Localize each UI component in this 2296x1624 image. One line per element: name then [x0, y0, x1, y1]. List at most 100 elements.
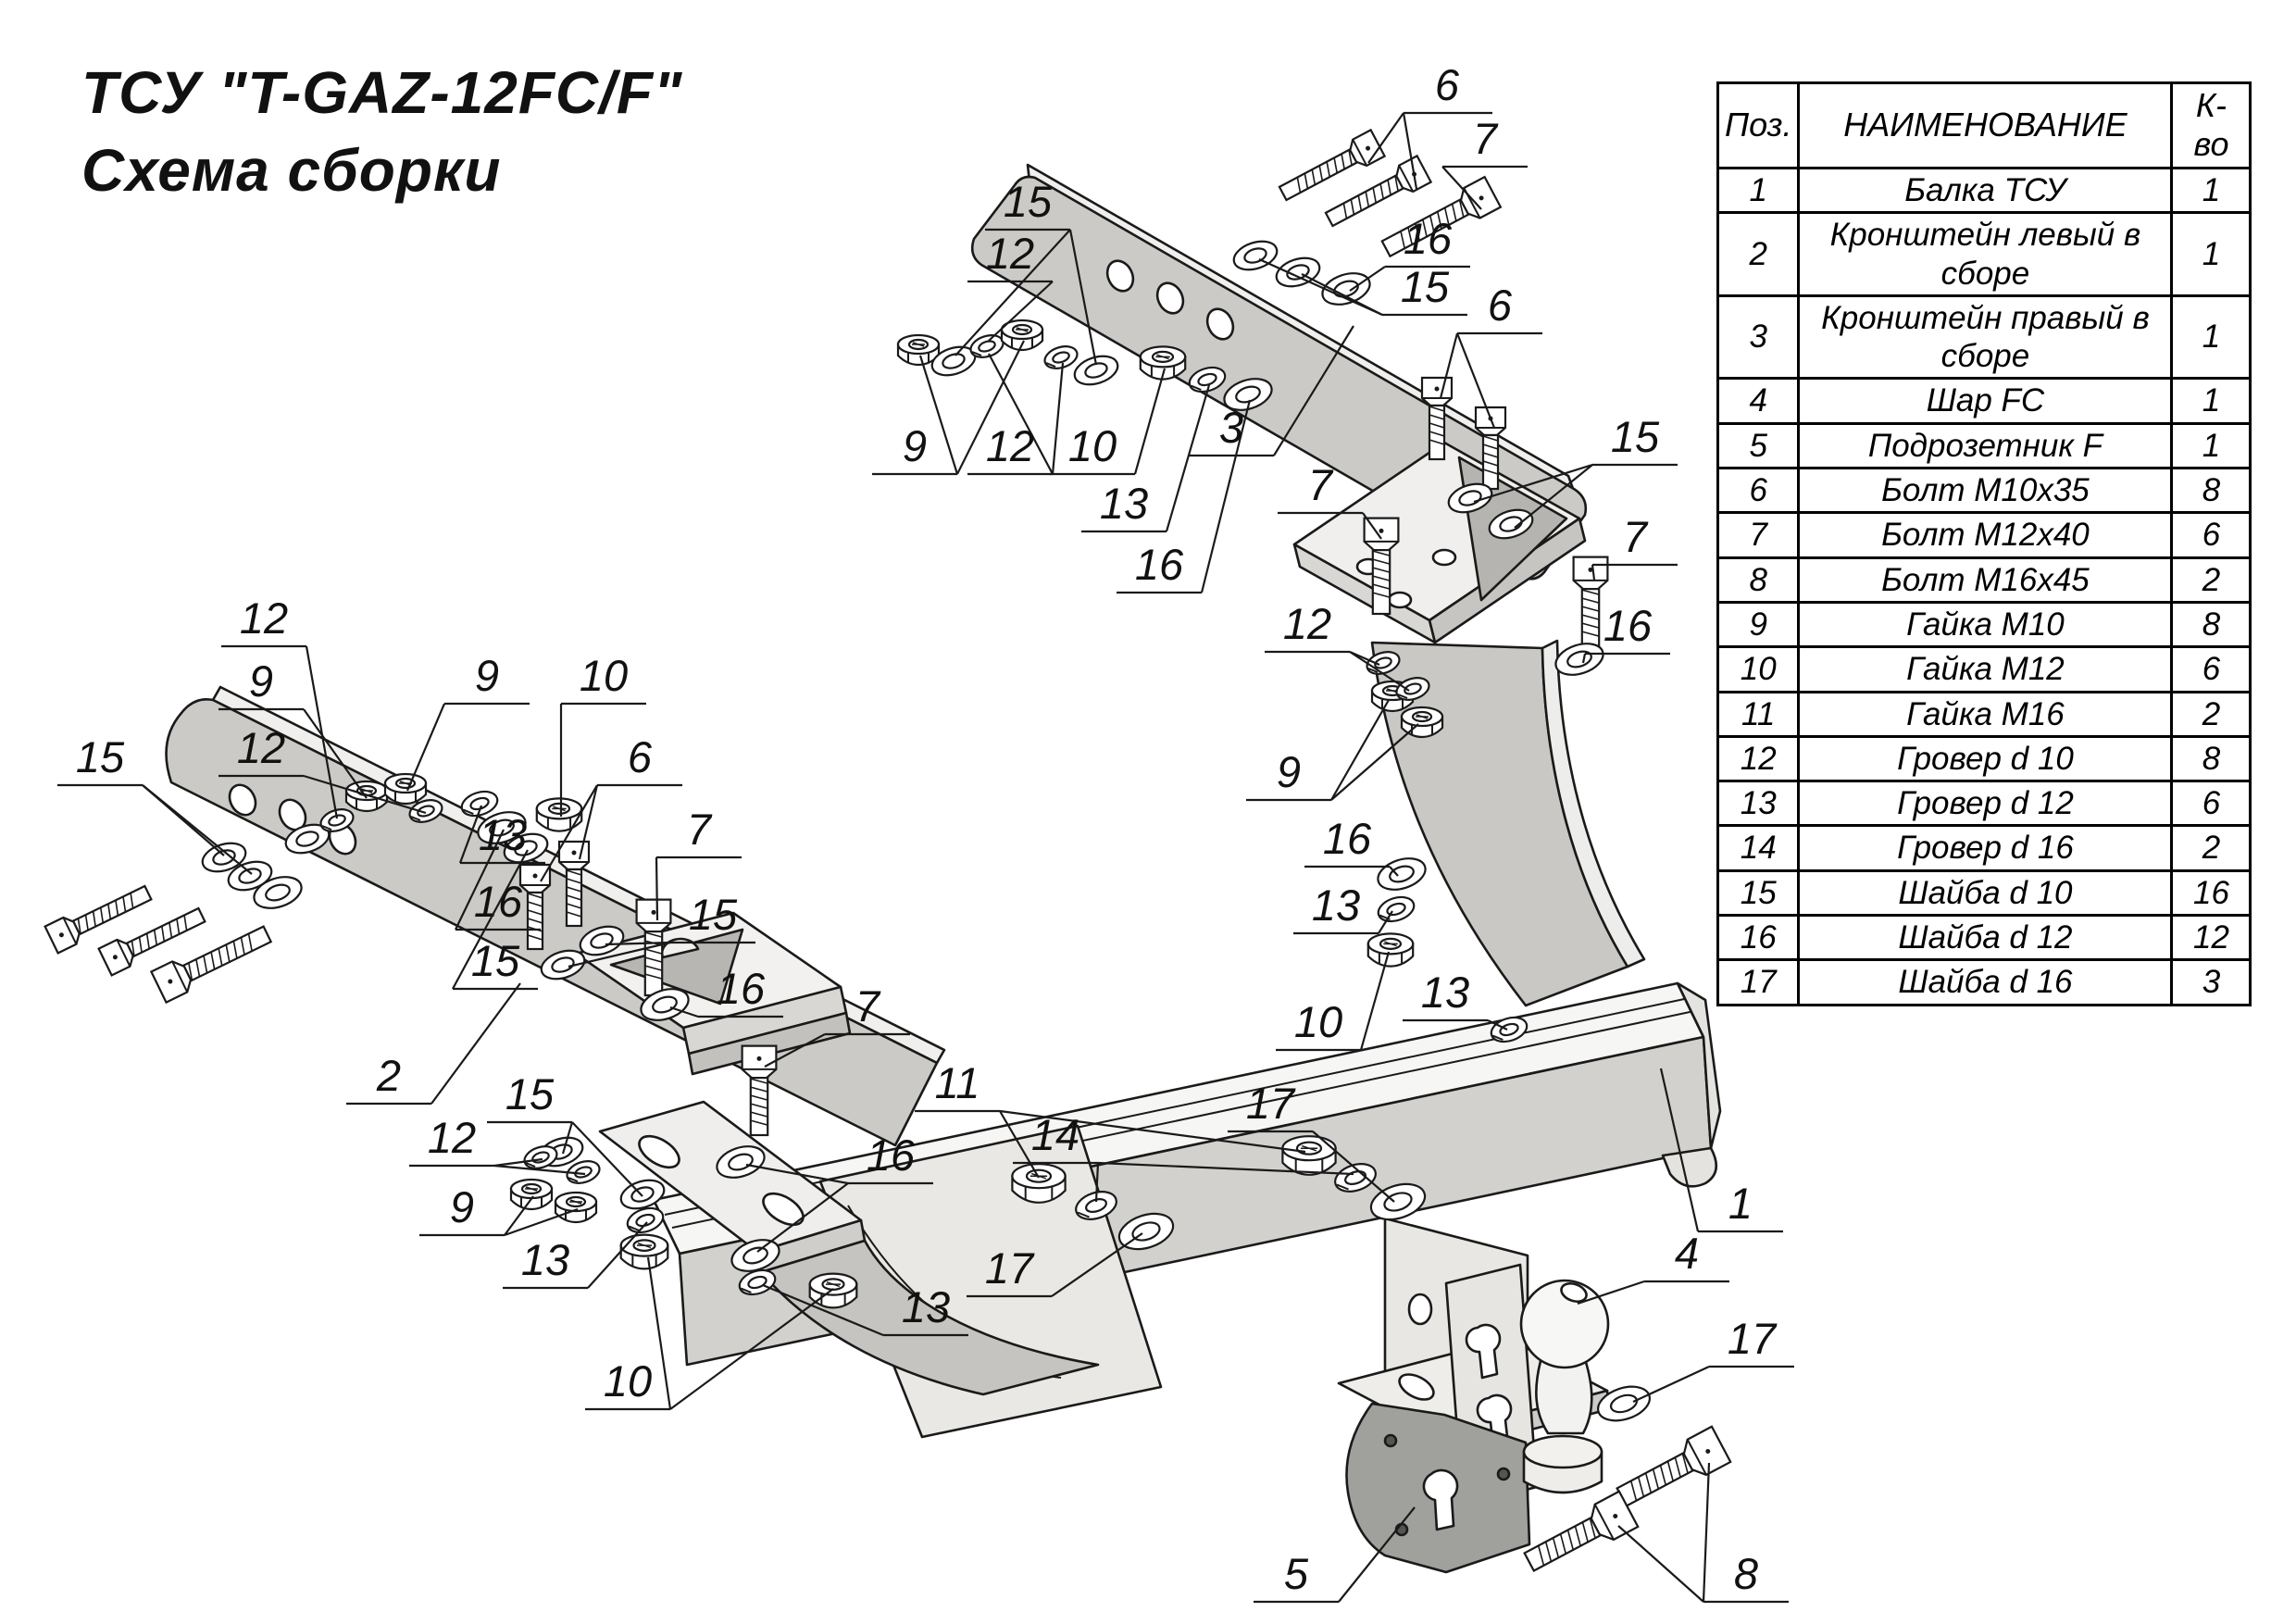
row-pos: 17 — [1716, 958, 1801, 1006]
callout-label: 4 — [1675, 1229, 1699, 1278]
callout-12: 12 — [218, 723, 427, 815]
callout-label: 15 — [1401, 262, 1450, 311]
row-pos: 11 — [1716, 690, 1801, 738]
callout-label: 13 — [479, 810, 527, 859]
row-name: Болт М12х40 — [1797, 511, 2174, 559]
row-qty: 6 — [2170, 780, 2252, 828]
nut-glyph — [619, 1233, 669, 1270]
callout-label: 15 — [505, 1069, 555, 1118]
grover-glyph — [566, 1160, 601, 1184]
callout-label: 12 — [428, 1113, 476, 1162]
washer-glyph — [1597, 1385, 1651, 1422]
row-qty: 8 — [2170, 600, 2252, 649]
row-qty: 1 — [2170, 294, 2252, 381]
table-header-0: Поз. — [1716, 81, 1801, 169]
grover-glyph — [1075, 1191, 1117, 1220]
grover-glyph — [1188, 366, 1227, 394]
callout-label: 8 — [1734, 1549, 1758, 1598]
row-pos: 6 — [1716, 467, 1801, 515]
callout-15: 15 — [452, 849, 538, 991]
row-name: Гровер d 10 — [1797, 734, 2174, 783]
callout-label: 10 — [1294, 997, 1342, 1046]
callout-7: 7 — [1591, 512, 1678, 581]
callout-7: 7 — [1441, 114, 1528, 210]
row-pos: 1 — [1716, 166, 1801, 215]
callout-label: 15 — [1611, 412, 1660, 461]
row-name: Кронштейн левый в сборе — [1797, 211, 2174, 297]
row-pos: 8 — [1716, 556, 1801, 604]
washer-glyph — [503, 832, 549, 864]
callout-13: 13 — [503, 1221, 648, 1290]
grover-glyph — [1043, 345, 1079, 369]
callout-2: 2 — [346, 982, 521, 1106]
table-header-1: НАИМЕНОВАНИЕ — [1797, 81, 2174, 169]
callout-label: 6 — [1435, 60, 1460, 109]
washer-glyph — [1554, 643, 1604, 676]
callout-6: 6 — [1439, 281, 1542, 429]
row-qty: 12 — [2170, 913, 2252, 962]
callout-label: 17 — [985, 1243, 1035, 1293]
washer-glyph — [1377, 857, 1427, 891]
beam-part — [598, 981, 1722, 1439]
row-qty: 1 — [2170, 211, 2252, 297]
callout-label: 15 — [76, 732, 125, 781]
nut-glyph — [1366, 932, 1415, 968]
row-name: Шайба d 16 — [1797, 958, 2174, 1006]
row-name: Кронштейн правый в сборе — [1797, 294, 2174, 381]
nut-glyph — [1000, 319, 1044, 352]
callout-9: 9 — [419, 1182, 579, 1237]
washer-glyph — [930, 345, 977, 377]
row-pos: 7 — [1716, 511, 1801, 559]
nut-glyph — [509, 1178, 554, 1211]
row-qty: 2 — [2170, 690, 2252, 738]
nut-glyph — [808, 1272, 858, 1309]
callout-6: 6 — [1367, 60, 1492, 190]
callout-13: 13 — [1293, 881, 1393, 935]
row-name: Гайка М12 — [1797, 645, 2174, 693]
washer-glyph — [716, 1145, 766, 1179]
washer-glyph — [1223, 378, 1273, 411]
callout-label: 6 — [1488, 281, 1513, 330]
washer-glyph — [1073, 355, 1119, 386]
callout-16: 16 — [1117, 399, 1252, 594]
washer-glyph — [227, 860, 273, 892]
callout-label: 9 — [1277, 747, 1301, 796]
callout-9: 9 — [218, 656, 368, 799]
ball-mount-part — [1337, 1217, 1611, 1574]
callout-10: 10 — [1050, 368, 1167, 476]
callout-4: 4 — [1577, 1229, 1729, 1305]
fastener-layer — [44, 128, 1732, 1572]
callout-label: 9 — [450, 1182, 474, 1231]
callout-9: 9 — [406, 651, 530, 792]
callout-17: 17 — [967, 1232, 1143, 1298]
row-qty: 2 — [2170, 824, 2252, 872]
callout-label: 12 — [1283, 599, 1331, 648]
washer-glyph — [284, 823, 331, 855]
callout-10: 10 — [1276, 951, 1391, 1052]
row-name: Шар FC — [1797, 377, 2174, 425]
callout-14: 14 — [1013, 1110, 1354, 1203]
callout-label: 15 — [689, 890, 738, 939]
callout-label: 16 — [1135, 540, 1184, 589]
row-qty: 2 — [2170, 556, 2252, 604]
row-name: Гайка М16 — [1797, 690, 2174, 738]
callout-12: 12 — [409, 1113, 586, 1176]
callout-17: 17 — [1228, 1079, 1395, 1203]
grover-glyph — [1334, 1163, 1377, 1193]
callout-16: 16 — [455, 829, 541, 931]
row-qty: 1 — [2170, 166, 2252, 215]
callout-16: 16 — [1349, 214, 1470, 292]
grover-glyph — [738, 1268, 777, 1296]
callout-12: 12 — [967, 229, 1054, 342]
row-pos: 2 — [1716, 211, 1801, 297]
